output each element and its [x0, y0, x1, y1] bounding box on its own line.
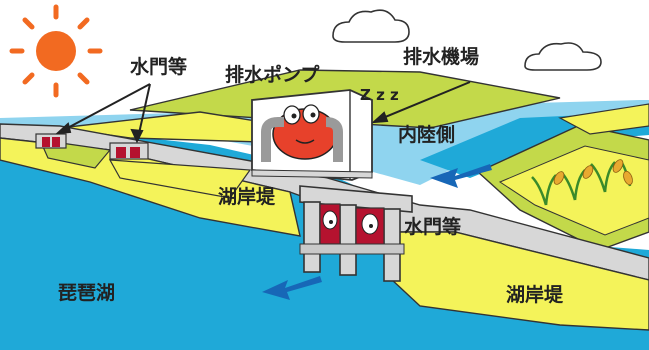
- rice-grain-icon: [553, 159, 633, 186]
- sun-icon: [9, 4, 103, 98]
- field-strip: [558, 103, 649, 135]
- flow-arrow-icon: [430, 164, 492, 188]
- label-drainage-station: 排水機場: [403, 46, 480, 68]
- label-lakeshore-levee-upper: 湖岸堤: [218, 186, 276, 208]
- floodgate-main: [299, 185, 413, 282]
- crab-pump-icon: [261, 104, 343, 162]
- pointer-arrows: [55, 81, 471, 144]
- label-inland-side: 内陸側: [398, 124, 456, 146]
- floodgate-left-2: [109, 142, 149, 160]
- levee-slope-mid: [108, 159, 252, 199]
- cloud-icon: [332, 9, 410, 43]
- flow-arrow-icon: [262, 276, 322, 300]
- label-lake: 琵琶湖: [58, 282, 116, 304]
- snore-text: Z z z: [360, 86, 399, 104]
- label-floodgates-center: 水門等: [404, 216, 462, 238]
- cloud-icon: [524, 42, 602, 71]
- label-floodgates-left: 水門等: [130, 56, 188, 78]
- levee-slope-right: [389, 231, 649, 331]
- floodgate-left-1: [35, 133, 67, 149]
- label-drainage-pump: 排水ポンプ: [225, 64, 320, 86]
- label-lakeshore-levee-lower: 湖岸堤: [506, 284, 564, 306]
